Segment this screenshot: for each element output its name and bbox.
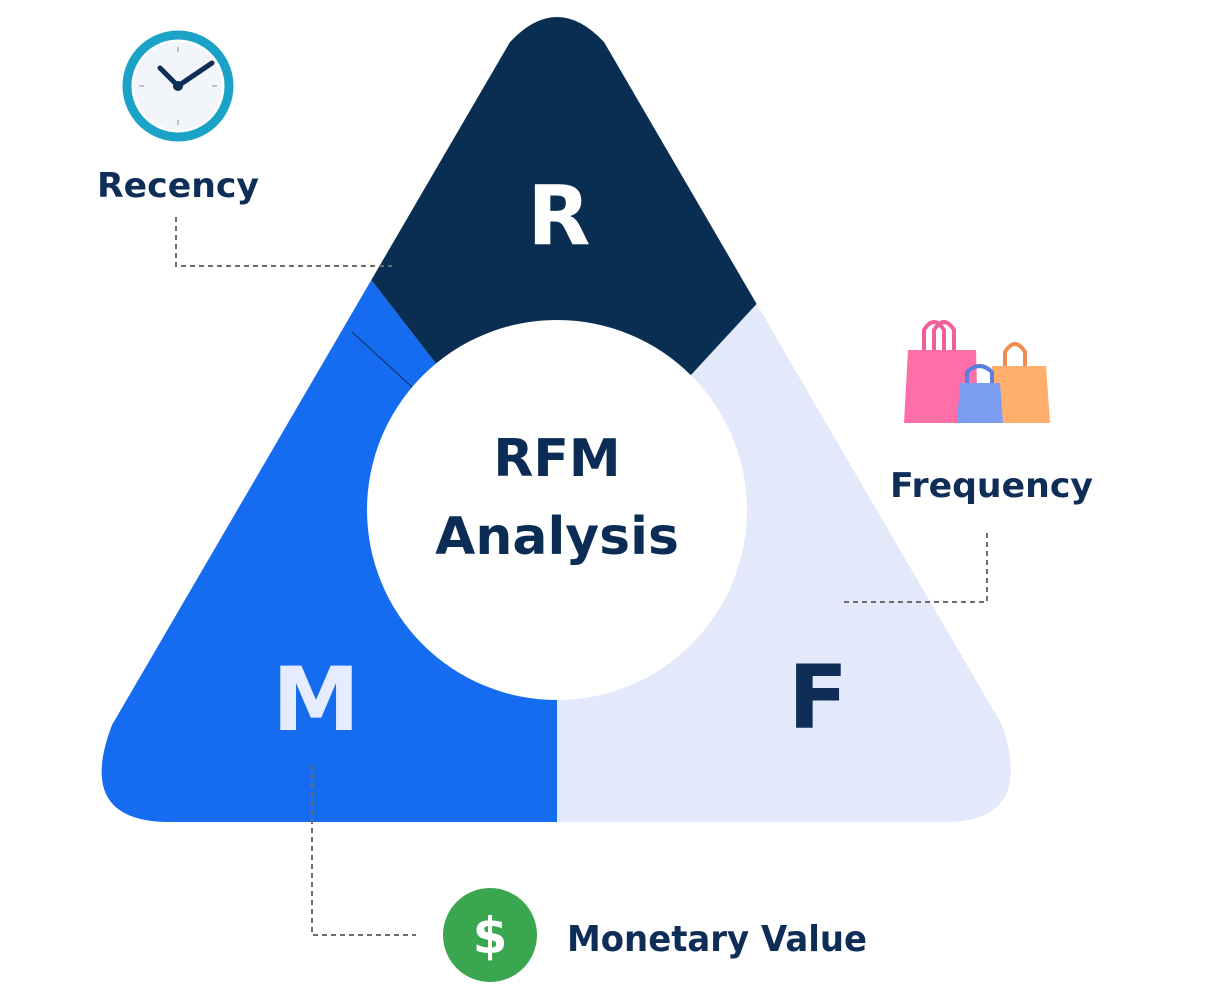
shopping-bags-icon <box>904 320 1050 423</box>
monetary-letter: M <box>272 648 360 751</box>
frequency-connector <box>842 533 988 603</box>
center-title-line2: Analysis <box>435 507 679 567</box>
monetary-connector <box>311 765 416 936</box>
recency-label: Recency <box>97 166 259 206</box>
recency-letter: R <box>527 169 590 264</box>
recency-connector <box>175 217 392 267</box>
center-title-line1: RFM <box>493 429 620 489</box>
frequency-label: Frequency <box>890 466 1093 506</box>
clock-icon <box>122 30 234 142</box>
dollar-symbol: $ <box>473 907 508 965</box>
monetary-label: Monetary Value <box>567 919 867 960</box>
frequency-letter: F <box>788 646 848 749</box>
center-circle <box>367 320 747 700</box>
recency-segment <box>101 17 1011 520</box>
dollar-coin-icon: $ <box>443 888 537 982</box>
